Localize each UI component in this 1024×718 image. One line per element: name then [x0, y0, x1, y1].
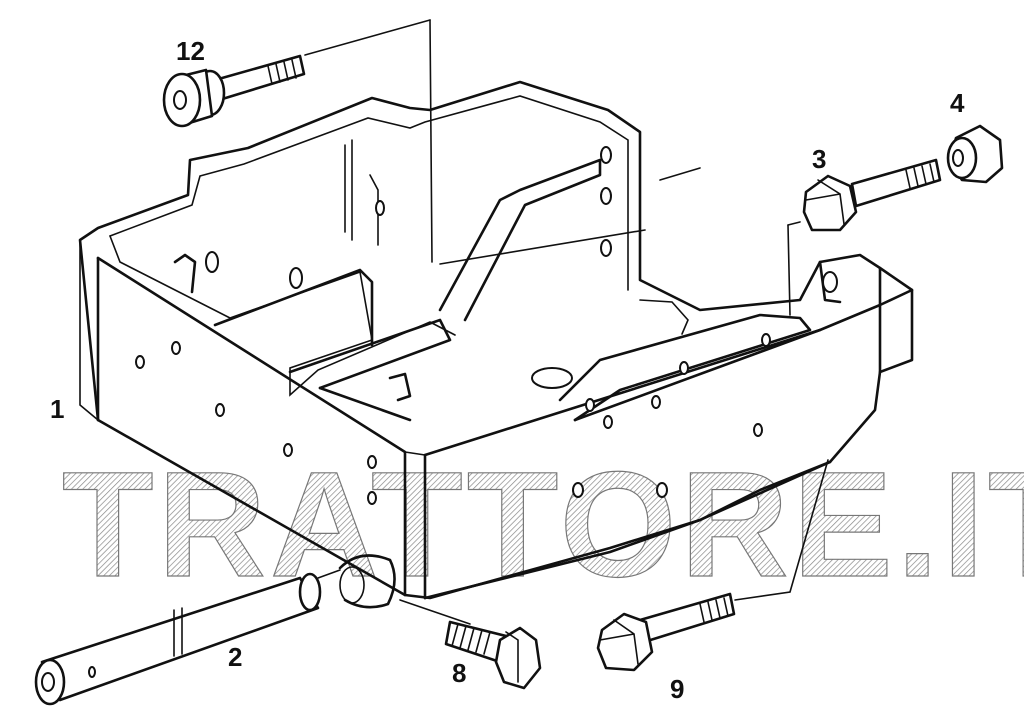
casting-bolt-holes [135, 146, 771, 505]
callout-9: 9 [670, 674, 684, 704]
part-9-hex-bolt [596, 592, 736, 672]
watermark-text: TRATTORE.IT [62, 440, 1024, 608]
front-support-casting [78, 80, 914, 600]
part-2-pin [34, 554, 396, 706]
callout-3: 3 [812, 144, 826, 174]
callout-4: 4 [950, 88, 965, 118]
callout-12: 12 [176, 36, 205, 66]
part-12-socket-screw [162, 54, 306, 128]
part-8-hex-bolt [444, 620, 542, 690]
callout-labels: 1 2 3 4 8 9 12 [50, 36, 965, 704]
callout-8: 8 [452, 658, 466, 688]
leader-lines [304, 19, 829, 625]
callout-2: 2 [228, 642, 242, 672]
part-3-hex-bolt [802, 158, 942, 232]
callout-1: 1 [50, 394, 64, 424]
part-4-hex-nut [946, 124, 1004, 184]
